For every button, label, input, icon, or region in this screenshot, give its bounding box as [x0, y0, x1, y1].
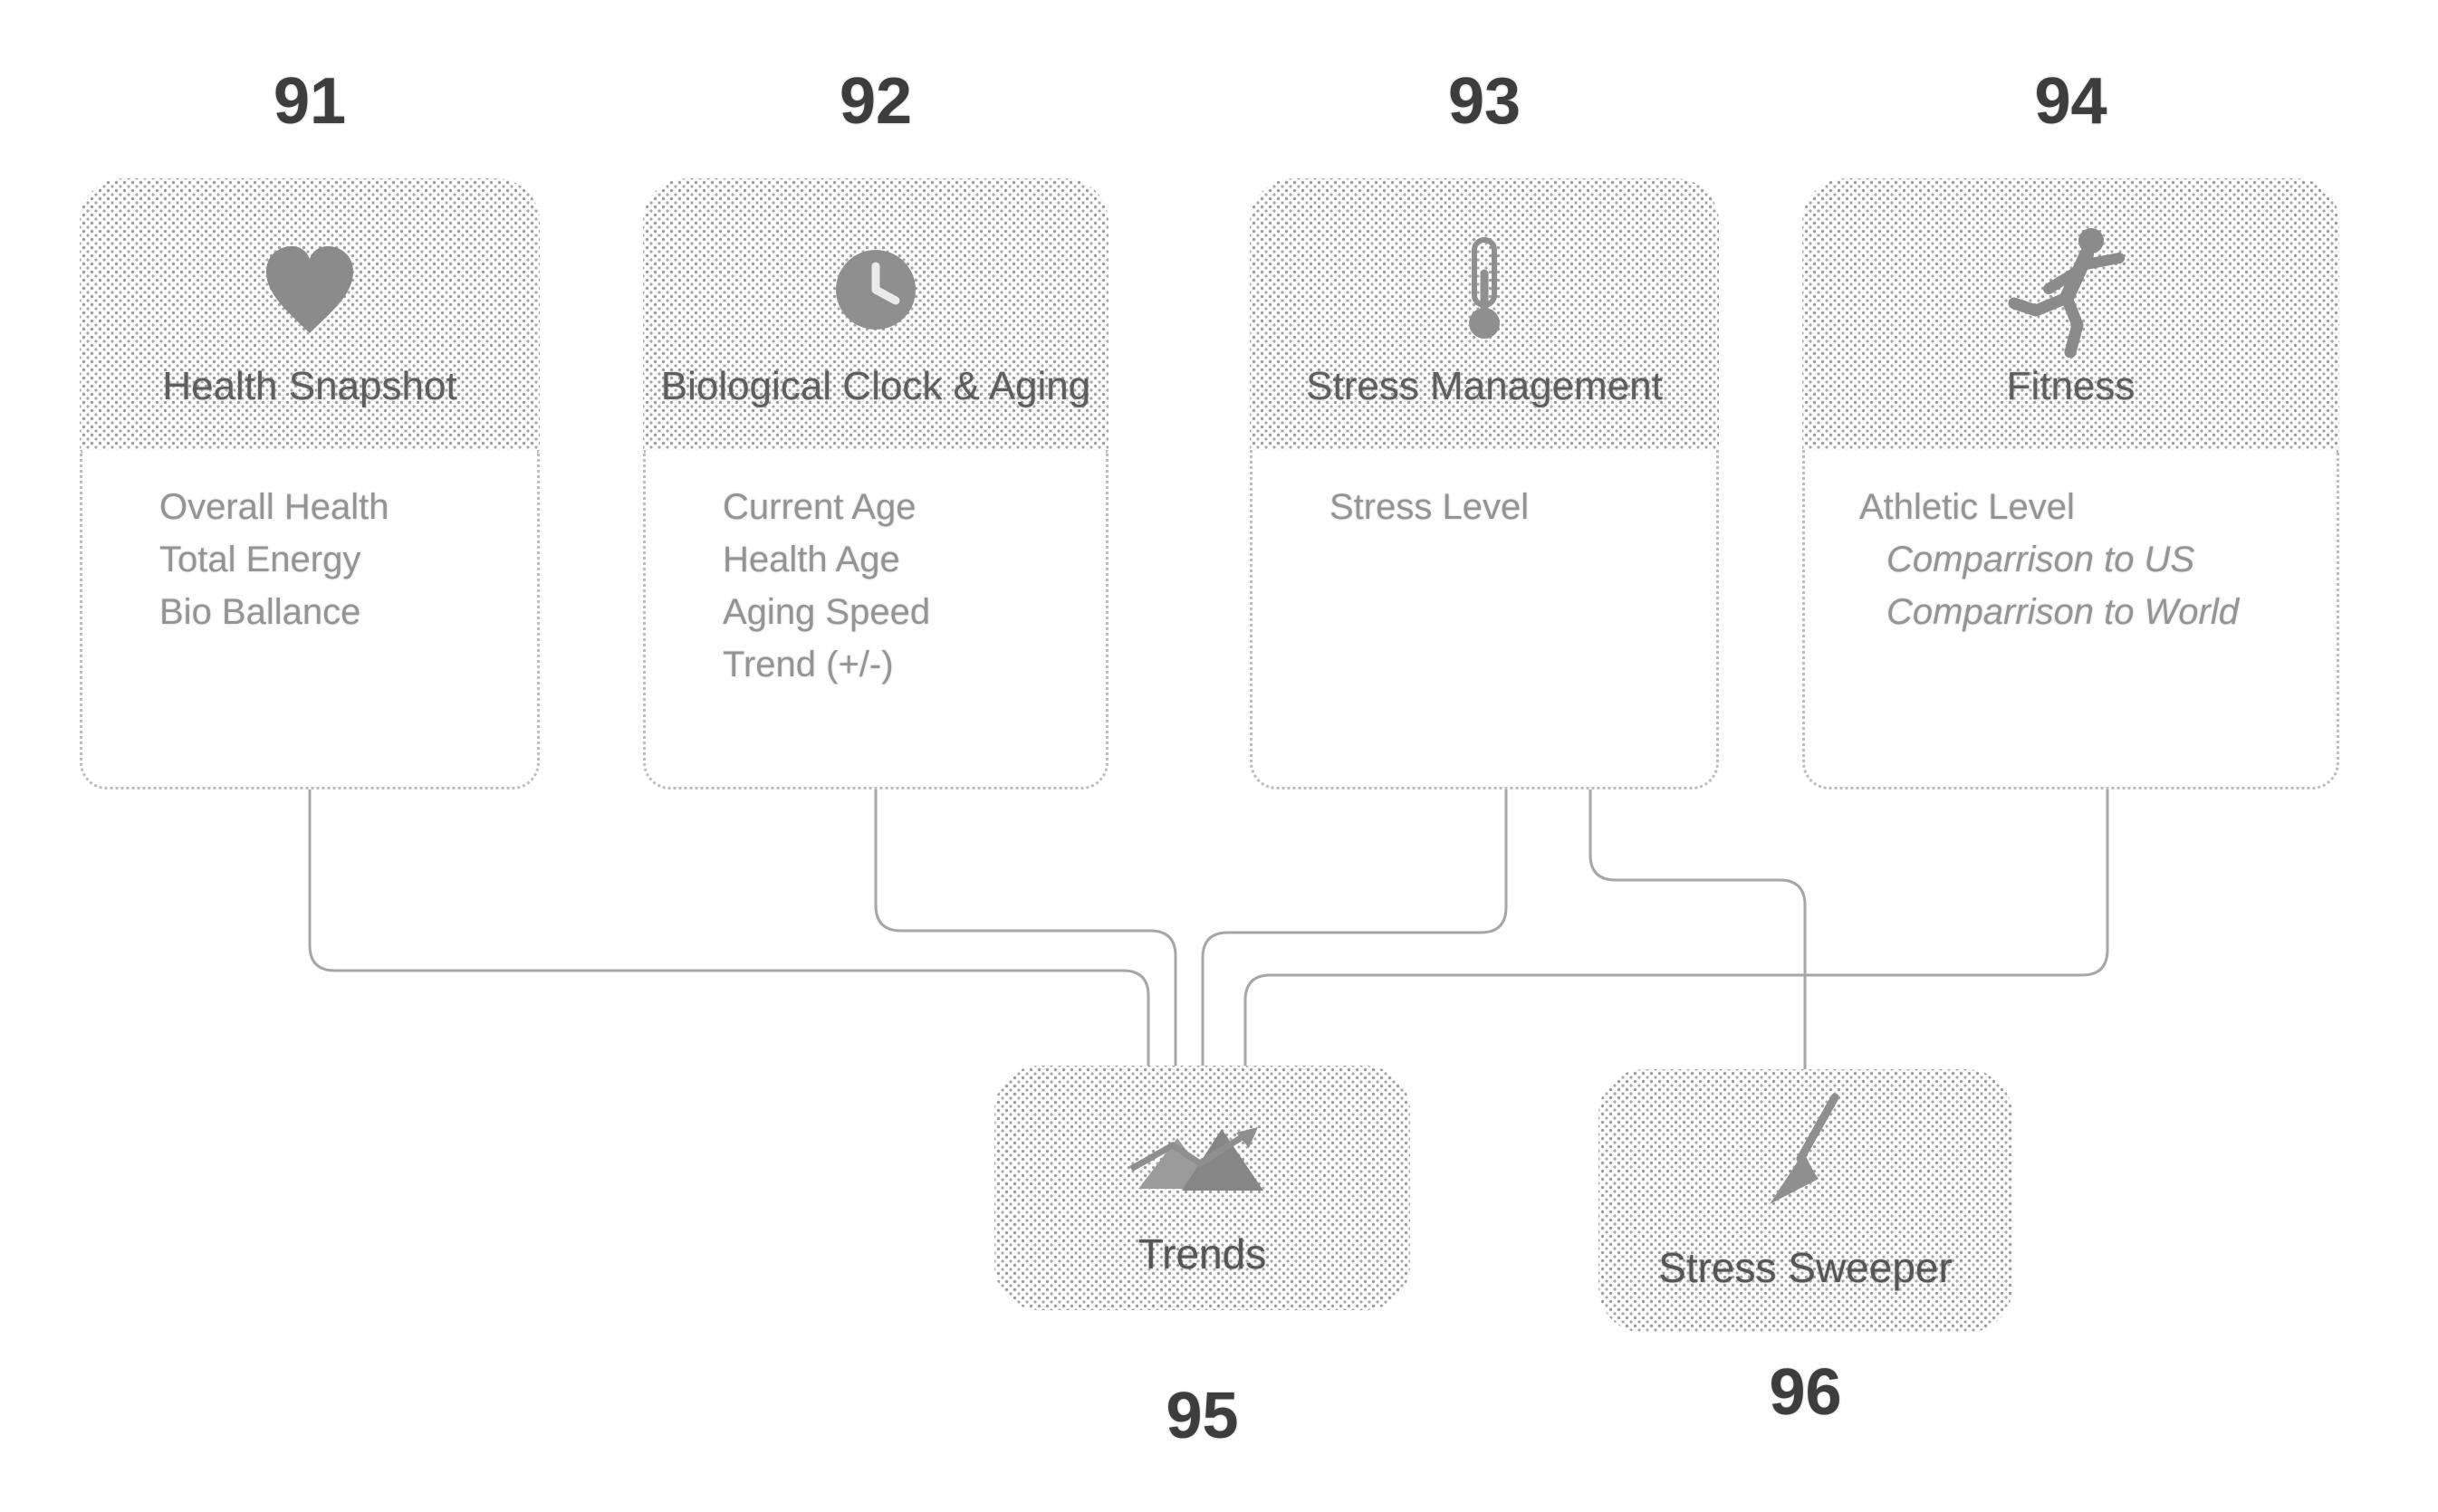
connector-94-to-trends — [1243, 789, 2109, 1067]
connector-92-to-trends — [874, 789, 1177, 1067]
runner-icon — [1802, 178, 2339, 400]
card-title: Stress Management — [1306, 364, 1663, 408]
card-item: Comparrison to World — [1886, 592, 2240, 632]
card-item: Bio Ballance — [159, 592, 361, 632]
thermometer-icon — [1250, 178, 1719, 400]
node-stress-sweeper: Stress Sweeper — [1598, 1069, 2012, 1333]
card-item: Total Energy — [159, 540, 361, 579]
card-item: Health Age — [723, 540, 900, 579]
clock-icon — [643, 178, 1109, 400]
connector-91-to-trends — [308, 789, 1150, 1067]
card-item: Trend (+/-) — [723, 645, 894, 684]
heart-icon — [80, 178, 540, 400]
ref-label-91: 91 — [273, 65, 347, 138]
card-body: Current Age Health Age Aging Speed Trend… — [643, 450, 1109, 789]
ref-label-92: 92 — [839, 65, 913, 138]
connector-93-to-trends — [1201, 789, 1508, 1067]
card-header: Biological Clock & Aging — [643, 178, 1109, 450]
card-title: Biological Clock & Aging — [660, 364, 1091, 408]
card-item: Aging Speed — [723, 592, 931, 632]
card-header: Health Snapshot — [80, 178, 540, 450]
trends-icon — [994, 1066, 1410, 1238]
card-header: Stress Management — [1250, 178, 1719, 450]
card-item: Athletic Level — [1859, 487, 2075, 527]
node-title: Trends — [1137, 1230, 1267, 1278]
card-item: Current Age — [723, 487, 917, 527]
card-body: Stress Level — [1250, 450, 1719, 789]
card-body: Athletic Level Comparrison to US Comparr… — [1802, 450, 2339, 789]
ref-label-95: 95 — [1166, 1380, 1239, 1452]
ref-label-96: 96 — [1769, 1356, 1842, 1429]
node-title: Stress Sweeper — [1658, 1244, 1953, 1291]
card-item: Overall Health — [159, 487, 389, 527]
connector-93-to-stress-sweeper — [1589, 789, 1807, 1071]
ref-label-94: 94 — [2034, 65, 2107, 138]
card-body: Overall Health Total Energy Bio Ballance — [80, 450, 540, 789]
card-header: Fitness — [1802, 178, 2339, 450]
ref-label-93: 93 — [1447, 65, 1521, 138]
card-item: Stress Level — [1329, 487, 1530, 527]
node-trends: Trends — [994, 1066, 1410, 1310]
broom-icon — [1598, 1069, 2012, 1241]
card-item: Comparrison to US — [1886, 540, 2195, 579]
card-title: Fitness — [2006, 364, 2136, 408]
card-title: Health Snapshot — [162, 364, 457, 408]
